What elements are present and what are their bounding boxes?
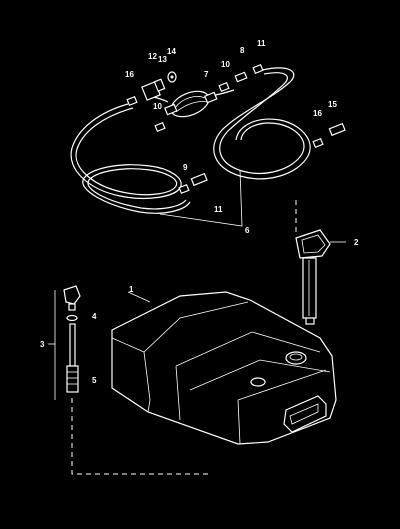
callout-9: 9 [183, 163, 188, 172]
fuel-hose-assembly [70, 63, 346, 227]
callout-3: 3 [40, 340, 45, 349]
fuel-tank [111, 291, 337, 445]
callout-6: 6 [245, 226, 250, 235]
primer-bulb [164, 90, 218, 118]
fuel-gauge-assembly [295, 229, 346, 325]
callout-8: 8 [240, 46, 245, 55]
callout-10-top: 10 [221, 60, 230, 69]
assembly-guide-lines [71, 200, 297, 475]
pickup-tube-assembly [48, 285, 81, 400]
callout-12: 12 [148, 52, 157, 61]
callout-2: 2 [354, 238, 359, 247]
callout-16-right: 16 [313, 109, 322, 118]
callout-4: 4 [92, 312, 97, 321]
callout-7: 7 [204, 70, 209, 79]
callout-11-bottom: 11 [214, 205, 223, 214]
engine-connector [141, 71, 177, 101]
callout-10-left: 10 [153, 102, 162, 111]
callout-11-top: 11 [257, 39, 266, 48]
callout-1: 1 [129, 285, 134, 294]
callout-16-left: 16 [125, 70, 134, 79]
callout-13: 13 [158, 55, 167, 64]
callout-15: 15 [328, 100, 337, 109]
callout-5: 5 [92, 376, 97, 385]
callout-14: 14 [167, 47, 176, 56]
